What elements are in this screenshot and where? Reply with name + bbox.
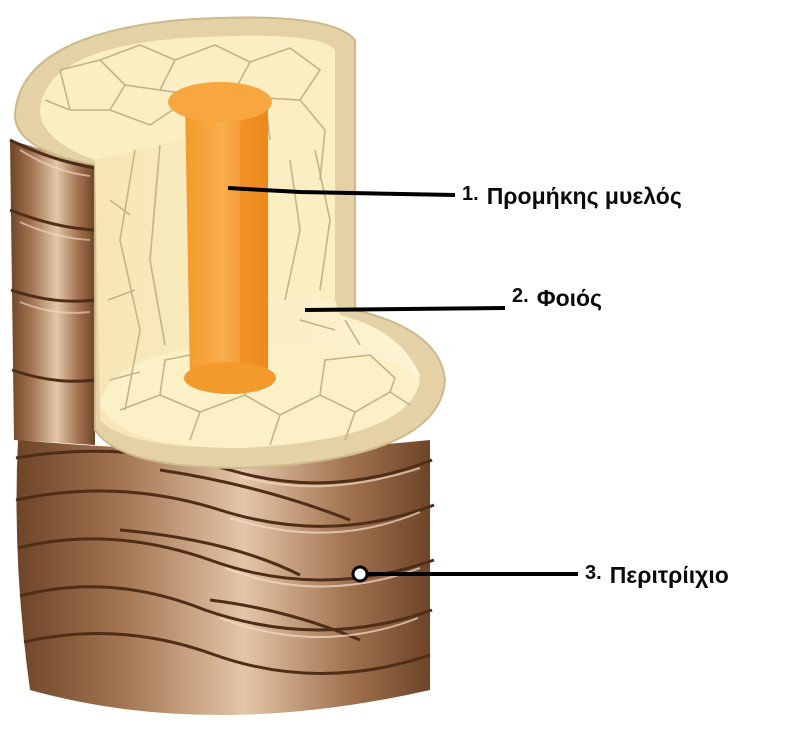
cuticle-left-column [10, 140, 95, 445]
cuticle [16, 440, 434, 715]
label-1-number: 1. [462, 183, 479, 205]
label-3-text: Περιτρίιχιο [610, 562, 729, 588]
label-cuticle: 3. Περιτρίιχιο [585, 562, 729, 589]
leader-3-anchor-dot [353, 567, 367, 581]
label-2-text: Φοιός [537, 285, 602, 311]
label-2-number: 2. [512, 285, 529, 307]
medulla-bottom [184, 362, 276, 394]
medulla-top [168, 82, 272, 122]
label-cortex: 2. Φοιός [512, 285, 602, 312]
label-medulla: 1. Προμήκης μυελός [462, 183, 682, 210]
leader-line-2 [305, 308, 505, 310]
label-1-text: Προμήκης μυελός [487, 183, 682, 209]
label-3-number: 3. [585, 562, 602, 584]
